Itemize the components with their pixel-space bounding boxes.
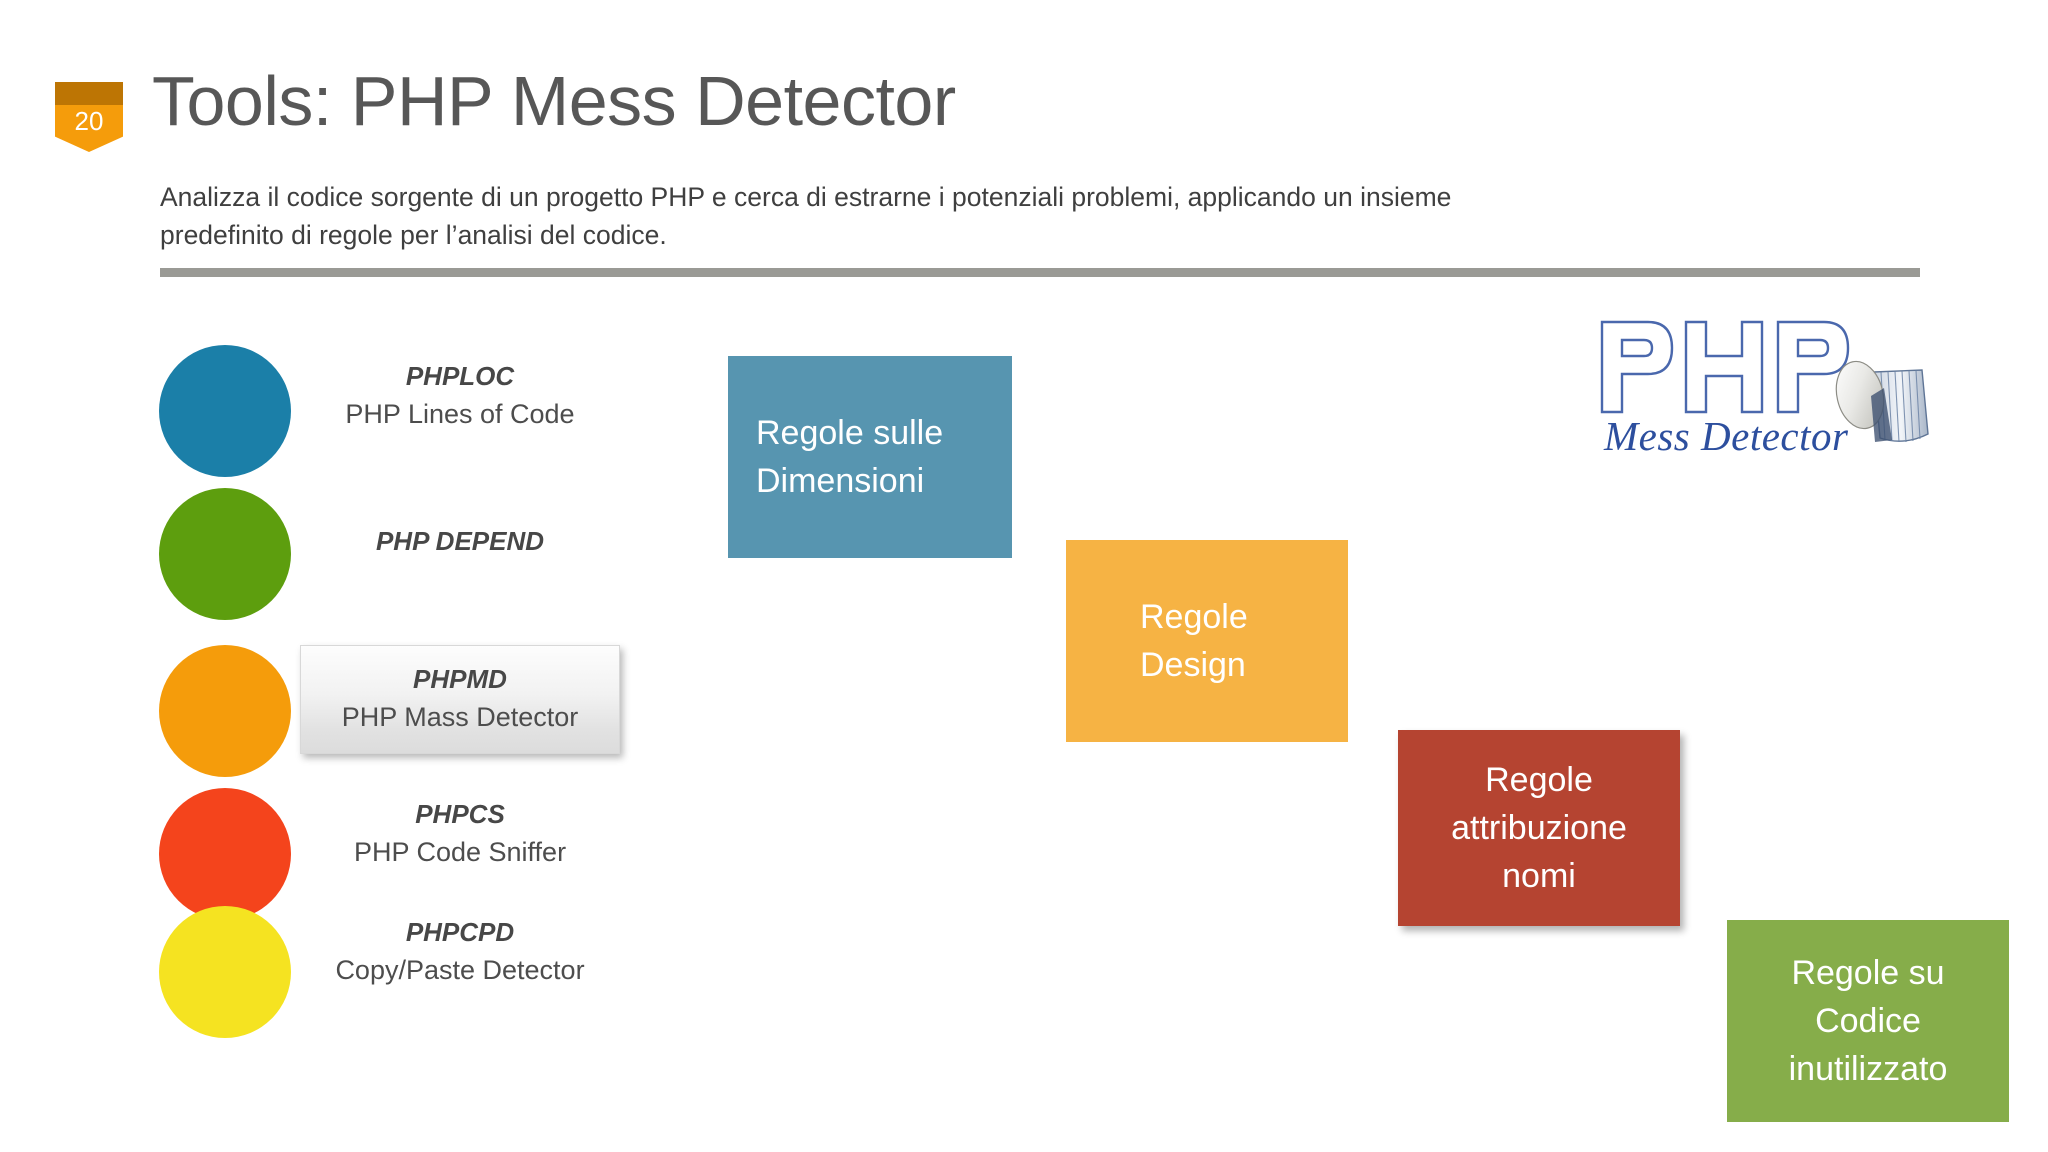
logo-php-letters — [1600, 320, 1850, 414]
rule-block-design: Regole Design — [1066, 540, 1348, 742]
tool-description: PHP Mass Detector — [341, 702, 579, 732]
tool-description: PHP Lines of Code — [345, 399, 575, 429]
rule-line: nomi — [1502, 857, 1576, 895]
tool-name: PHPCPD — [405, 917, 515, 947]
phpmd-callout: PHPMD PHP Mass Detector — [300, 645, 620, 754]
rule-line: Dimensioni — [756, 462, 925, 500]
list-item: PHPLOC PHP Lines of Code — [0, 327, 660, 497]
tool-color-dot — [159, 488, 291, 620]
rule-line: Design — [1140, 646, 1246, 684]
tool-color-dot — [159, 788, 291, 920]
header-divider — [160, 268, 1920, 277]
logo-script-text: Mess Detector — [1603, 413, 1849, 459]
tool-name: PHPCS — [415, 799, 505, 829]
tool-name: PHPLOC — [405, 361, 515, 391]
rule-line: Regole — [1140, 598, 1248, 636]
rule-block-nomi: Regole attribuzione nomi — [1398, 730, 1680, 926]
page-subtitle: Analizza il codice sorgente di un proget… — [160, 182, 1452, 250]
tool-name: PHPMD — [413, 664, 507, 694]
slide-number-badge: 20 — [55, 82, 123, 152]
tool-label-group: PHPCPD Copy/Paste Detector — [300, 913, 620, 990]
tool-color-dot — [159, 345, 291, 477]
rule-line: Codice — [1815, 1002, 1921, 1040]
list-item: PHPCS PHP Code Sniffer — [0, 770, 660, 940]
php-mess-detector-logo: Mess Detector — [1592, 300, 2012, 460]
tool-label-group: PHPCS PHP Code Sniffer — [300, 795, 620, 872]
tool-color-dot — [159, 906, 291, 1038]
rule-block-inutilizzato: Regole su Codice inutilizzato — [1727, 920, 2009, 1122]
list-item-highlighted: PHPMD PHP Mass Detector — [0, 627, 660, 797]
slide-number: 20 — [74, 106, 104, 136]
rule-line: Regole sulle — [756, 414, 944, 452]
rule-line: attribuzione — [1451, 809, 1627, 847]
tool-label-group: PHP DEPEND — [300, 522, 620, 560]
page-title: Tools: PHP Mess Detector — [152, 62, 956, 140]
tool-name: PHP DEPEND — [375, 526, 545, 556]
list-item: PHPCPD Copy/Paste Detector — [0, 888, 660, 1058]
rule-block-dimensioni: Regole sulle Dimensioni — [728, 356, 1012, 558]
trash-can-icon — [1835, 360, 1929, 443]
rule-line: Regole su — [1791, 954, 1945, 992]
tool-label-group: PHPLOC PHP Lines of Code — [300, 357, 620, 434]
tool-color-dot — [159, 645, 291, 777]
badge-top-band — [55, 82, 123, 105]
rule-line: Regole — [1485, 761, 1593, 799]
rule-line: inutilizzato — [1788, 1050, 1948, 1088]
list-item: PHP DEPEND — [0, 470, 660, 640]
tool-description: Copy/Paste Detector — [335, 955, 585, 985]
tool-description: PHP Code Sniffer — [353, 837, 567, 867]
